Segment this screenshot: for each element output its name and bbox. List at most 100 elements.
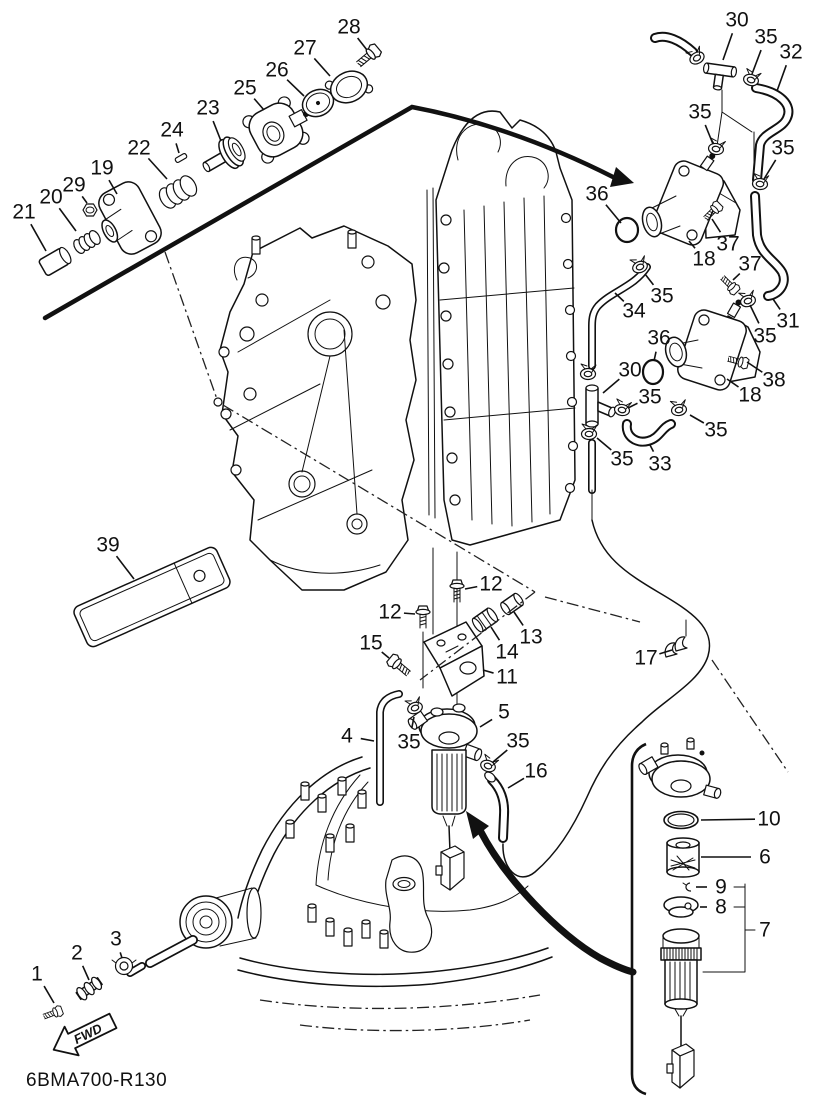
callout-37-19: 37 <box>738 252 762 276</box>
callout-16-44: 16 <box>524 759 548 783</box>
callout-35-12: 35 <box>754 25 778 49</box>
part-29-nut <box>82 203 98 217</box>
callout-36-16: 36 <box>585 182 609 206</box>
callout-11-39: 11 <box>496 665 518 689</box>
lower-cowling-drawing <box>126 756 553 1032</box>
callout-37-17: 37 <box>716 232 740 256</box>
part-10-oring <box>663 810 699 830</box>
part-19-valve-body <box>98 181 162 255</box>
group-bracket-789 <box>702 883 756 973</box>
part-7-filter-cup <box>660 928 702 1089</box>
reference-arrows <box>42 104 637 976</box>
inset-filter-detail <box>630 737 756 1096</box>
part-3-clamp <box>111 956 137 976</box>
part-14-grommet <box>471 607 499 633</box>
callout-38-26: 38 <box>762 368 786 392</box>
callout-27-1: 27 <box>293 36 317 60</box>
assembly-pointer-arrow <box>42 104 616 321</box>
callout-35-14: 35 <box>688 100 712 124</box>
part-20-spring <box>73 230 101 254</box>
fuel-pump-upper <box>614 152 742 297</box>
callout-26-2: 26 <box>265 58 289 82</box>
mount-hardware <box>384 547 524 723</box>
part-24-pin <box>174 152 188 164</box>
part-11-bracket <box>423 621 485 697</box>
callout-34-21: 34 <box>622 299 646 323</box>
inset-filter-head <box>638 737 722 799</box>
callout-35-29: 35 <box>704 418 728 442</box>
leader-lines <box>30 32 788 1004</box>
inset-pointer-arrow <box>477 828 637 976</box>
part-1-bolt <box>41 1004 65 1023</box>
part-22-spring <box>158 175 198 209</box>
part-9-clip <box>682 882 692 892</box>
part-28-bolt <box>353 41 384 71</box>
callout-8-48: 8 <box>715 895 727 919</box>
sensor-connector <box>435 845 465 891</box>
part-36-oring <box>614 216 640 244</box>
callout-12-35: 12 <box>378 600 402 624</box>
callout-30-25: 30 <box>618 358 642 382</box>
part-12-bolt <box>415 605 431 629</box>
pump-nipple <box>726 299 742 319</box>
callout-7-49: 7 <box>759 918 771 942</box>
callout-9-47: 9 <box>715 875 727 899</box>
callout-35-42: 35 <box>397 730 421 754</box>
part-15-bolt <box>384 652 414 680</box>
callout-3-52: 3 <box>110 927 122 951</box>
part-6-filter-element <box>666 837 700 878</box>
callout-6-46: 6 <box>759 845 771 869</box>
callout-35-15: 35 <box>771 136 795 160</box>
driveshaft-hardware <box>41 956 137 1023</box>
part-21-cap <box>38 246 72 276</box>
callout-21-10: 21 <box>12 200 36 224</box>
callout-30-11: 30 <box>725 8 749 32</box>
callout-4-41: 4 <box>341 724 353 748</box>
part-37-screw <box>717 272 742 297</box>
part-25-pump-body <box>242 96 310 164</box>
callout-28-0: 28 <box>337 15 361 39</box>
inset-bracket <box>630 742 647 1096</box>
fuel-filter-assembly <box>376 690 510 891</box>
cylinder-head-drawing <box>426 110 579 546</box>
callout-10-45: 10 <box>757 807 781 831</box>
callout-12-34: 12 <box>479 572 503 596</box>
callout-35-23: 35 <box>753 324 777 348</box>
callout-15-38: 15 <box>359 631 383 655</box>
callout-14-37: 14 <box>495 640 519 664</box>
callout-31-22: 31 <box>776 309 800 333</box>
part-30-t-fitting <box>702 62 738 91</box>
callout-22-6: 22 <box>127 136 151 160</box>
callout-2-51: 2 <box>71 941 83 965</box>
callout-29-8: 29 <box>62 173 86 197</box>
callout-24-5: 24 <box>160 118 184 142</box>
callout-25-3: 25 <box>233 76 257 100</box>
callout-18-18: 18 <box>692 247 716 271</box>
driveshaft-hub <box>126 887 262 977</box>
part-39-plate <box>73 546 231 648</box>
figure-code: 6BMA700-R130 <box>26 1070 168 1091</box>
callout-5-40: 5 <box>498 700 510 724</box>
part-27-cover <box>324 70 374 104</box>
callout-35-28: 35 <box>638 385 662 409</box>
part-30-t-fitting <box>585 384 616 428</box>
part-8-float <box>663 896 699 918</box>
callout-36-24: 36 <box>647 326 671 350</box>
part-2-anode-set <box>75 976 103 1001</box>
part-12-bolt <box>449 579 465 603</box>
callout-33-31: 33 <box>648 452 672 476</box>
callout-35-30: 35 <box>610 447 634 471</box>
callout-35-20: 35 <box>650 284 674 308</box>
callout-39-33: 39 <box>96 533 120 557</box>
callout-17-32: 17 <box>634 646 658 670</box>
callout-23-4: 23 <box>196 96 220 120</box>
crankcase-drawing <box>218 225 417 591</box>
callout-35-43: 35 <box>506 729 530 753</box>
part-13-collar <box>500 592 524 616</box>
filter-bowl <box>431 749 467 853</box>
axis-lines <box>164 251 789 773</box>
callout-1-50: 1 <box>31 962 43 986</box>
callout-20-9: 20 <box>39 185 63 209</box>
